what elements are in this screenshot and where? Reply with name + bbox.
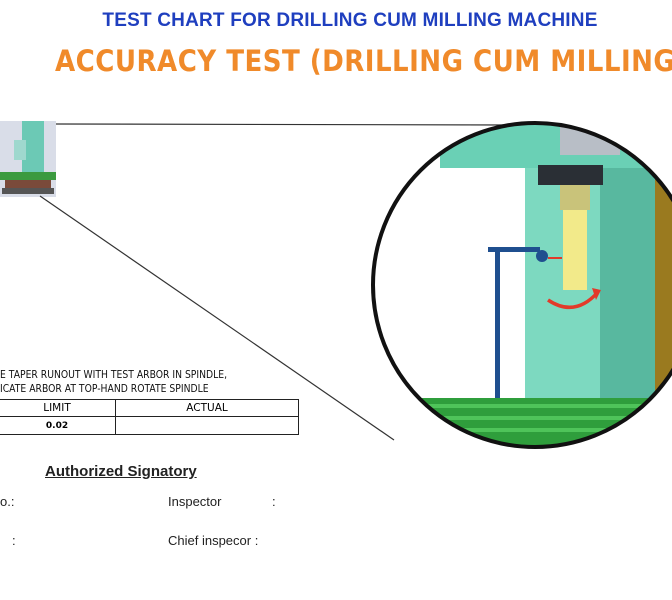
actual-header: ACTUAL — [115, 399, 299, 417]
limit-value: 0.02 — [0, 416, 116, 435]
chart-title: TEST CHART FOR DRILLING CUM MILLING MACH… — [102, 10, 598, 31]
zoom-line-bottom — [39, 195, 395, 441]
zoom-detail-illustration — [373, 123, 672, 447]
procedure-line-2: icate arbor at top-hand rotate spindle — [0, 383, 209, 395]
limit-table: LIMIT ACTUAL 0.02 — [0, 399, 299, 435]
inspector-label: Inspector — [168, 494, 222, 509]
procedure-line-1: e taper runout with test arbor in spindl… — [0, 369, 228, 381]
inspector-colon: : — [272, 494, 276, 509]
table-row: 0.02 — [0, 416, 299, 435]
accuracy-test-heading: ACCURACY TEST (DRILLING CUM MILLING) — [55, 44, 672, 78]
zoom-circle-border — [371, 121, 672, 449]
left-bottom-field-label: : — [12, 533, 16, 548]
chief-inspector-label: Chief inspecor : — [168, 533, 259, 548]
table-header-row: LIMIT ACTUAL — [0, 399, 299, 417]
left-top-field-label: o.: — [0, 494, 15, 509]
actual-value[interactable] — [115, 416, 299, 435]
authorized-signatory-title: Authorized Signatory — [45, 463, 197, 480]
limit-header: LIMIT — [0, 399, 116, 417]
procedure-text: e taper runout with test arbor in spindl… — [0, 368, 264, 396]
zoom-line-top — [55, 123, 521, 126]
machine-thumbnail-icon — [0, 121, 56, 197]
